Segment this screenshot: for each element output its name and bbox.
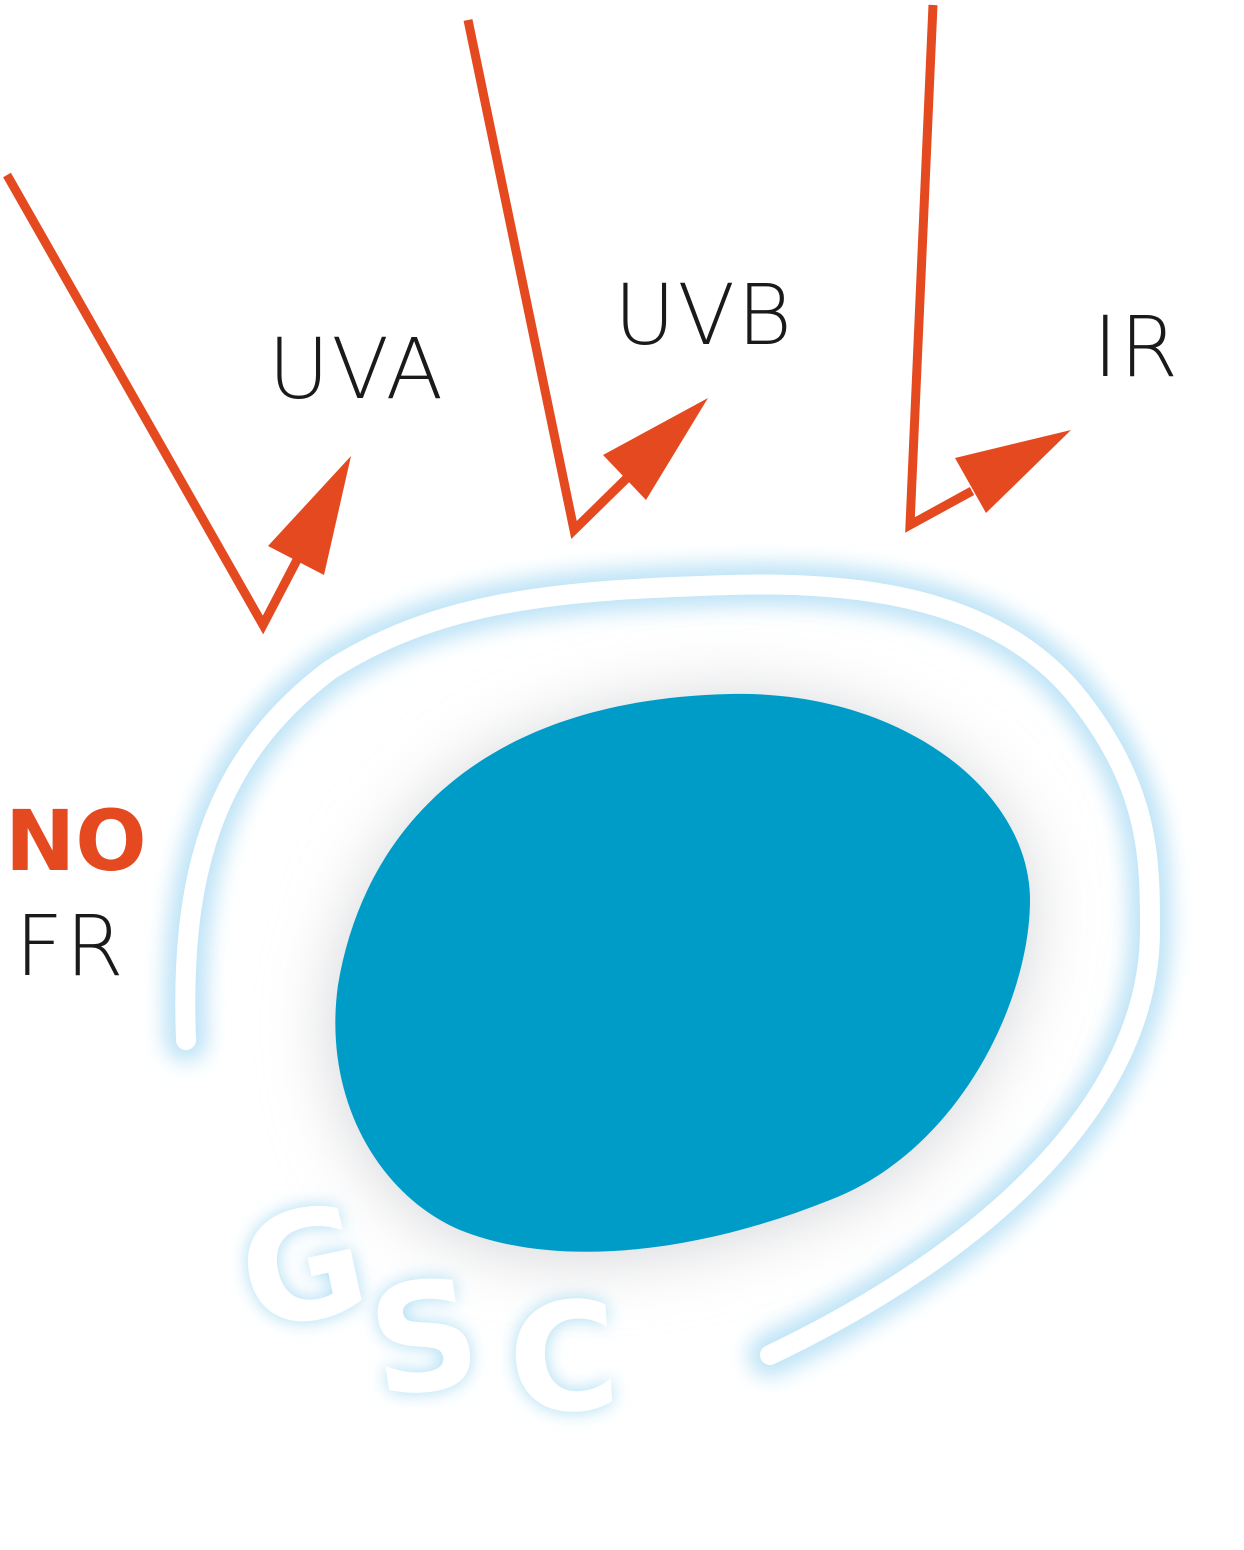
membrane [175, 574, 1161, 1365]
ray-ir [905, 4, 1071, 533]
ir-label: IR [1093, 298, 1180, 396]
ray-uvb-path [463, 19, 632, 539]
gsc-glow-s: S [359, 1245, 490, 1432]
fr-label: FR [15, 897, 126, 995]
cell-body [335, 693, 1030, 1252]
gsc-letter-g: G [225, 1171, 382, 1367]
no-label: NO [5, 792, 147, 890]
gsc-glow-c: C [503, 1269, 625, 1450]
uva-label: UVA [268, 320, 445, 418]
uvb-label: UVB [614, 266, 794, 364]
ray-uva-arrowhead [268, 456, 351, 575]
ray-ir-arrowhead [955, 430, 1071, 513]
gsc-mark: G S C [225, 1171, 625, 1450]
gsc-letter-s: S [359, 1245, 490, 1432]
ray-uvb [463, 19, 708, 539]
ray-uva [3, 172, 351, 635]
gsc-letter-c: C [503, 1269, 625, 1450]
ray-ir-path [905, 4, 975, 533]
ray-uvb-arrowhead [603, 398, 708, 500]
ray-uva-path [3, 172, 302, 635]
